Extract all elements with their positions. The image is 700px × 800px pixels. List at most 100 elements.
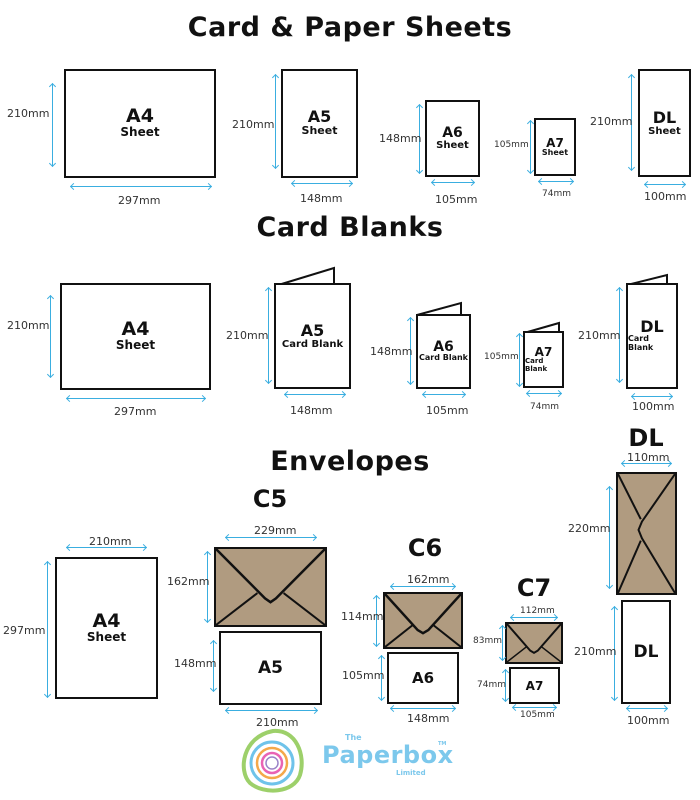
- a5-insert: A5: [219, 631, 322, 705]
- blank-a6-sub: Card Blank: [419, 353, 468, 363]
- dim-arrow-vertical: [502, 626, 503, 660]
- blank-a6-height: 148mm: [370, 345, 413, 358]
- blank-dl-height: 210mm: [578, 329, 621, 342]
- sheet-a7-height: 105mm: [494, 140, 529, 150]
- dim-arrow-horizontal: [226, 710, 317, 711]
- dl-insert-name: DL: [633, 641, 659, 662]
- blank-a5: A5 Card Blank: [274, 283, 351, 389]
- dim-arrow-horizontal: [627, 708, 667, 709]
- dim-arrow-vertical: [505, 670, 506, 701]
- dl-insert-width: 100mm: [627, 714, 670, 727]
- sheet-a4: A4 Sheet: [64, 69, 216, 178]
- a6-insert: A6: [387, 652, 459, 704]
- dim-arrow-vertical: [609, 487, 610, 588]
- blank-a7-sub: Card Blank: [525, 356, 548, 373]
- dim-arrow-vertical: [519, 334, 520, 386]
- blank-a5-height: 210mm: [226, 329, 269, 342]
- sheet-a6: A6 Sheet: [425, 100, 480, 177]
- dl-label: DL: [628, 424, 664, 452]
- dim-arrow-vertical: [410, 318, 411, 384]
- dim-arrow-horizontal: [632, 396, 672, 397]
- sheet-dl: DL Sheet: [638, 69, 691, 177]
- dl-envelope: [616, 472, 677, 595]
- envelope-flap-icon: [618, 474, 675, 593]
- logo-tm: TM: [438, 741, 447, 747]
- c6-height: 114mm: [341, 610, 384, 623]
- blank-a7-name: A7: [534, 344, 553, 359]
- blank-a6: A6 Card Blank: [416, 314, 471, 389]
- sheet-a6-height: 148mm: [379, 132, 422, 145]
- blank-a7: A7 Card Blank: [523, 331, 564, 388]
- sheet-a7: A7 Sheet: [534, 118, 576, 176]
- blank-a4-name: A4: [121, 318, 150, 341]
- envelope-a4-width: 210mm: [89, 535, 132, 548]
- dim-arrow-horizontal: [645, 184, 685, 185]
- fold-flap-icon: [416, 301, 462, 316]
- dim-arrow-vertical: [631, 75, 632, 170]
- sheet-a5: A5 Sheet: [281, 69, 358, 178]
- paperbox-logo: The Paperbox TM Limited: [238, 727, 478, 797]
- blank-a7-height: 105mm: [484, 352, 519, 362]
- blank-a4-height: 210mm: [7, 319, 50, 332]
- sheet-a5-name: A5: [307, 107, 332, 127]
- blank-dl: DL Card Blank: [626, 283, 678, 389]
- dim-arrow-horizontal: [71, 186, 211, 187]
- dim-arrow-vertical: [268, 288, 269, 383]
- sheet-a6-width: 105mm: [435, 193, 478, 206]
- c5-width: 229mm: [254, 524, 297, 537]
- a6-insert-width: 148mm: [407, 712, 450, 725]
- fold-flap-icon: [523, 321, 560, 334]
- dim-arrow-vertical: [614, 607, 615, 700]
- dim-arrow-horizontal: [292, 183, 352, 184]
- dim-arrow-vertical: [619, 288, 620, 382]
- a5-insert-width: 210mm: [256, 716, 299, 729]
- envelope-a4-sub: Sheet: [86, 629, 127, 644]
- dim-arrow-horizontal: [423, 394, 465, 395]
- sheet-dl-width: 100mm: [644, 190, 687, 203]
- dim-arrow-vertical: [419, 105, 420, 173]
- a7-insert-name: A7: [525, 678, 544, 693]
- logo-prefix: The: [345, 733, 362, 742]
- dim-arrow-horizontal: [67, 398, 205, 399]
- sheet-a5-sub: Sheet: [301, 124, 338, 138]
- envelope-a4-height: 297mm: [3, 624, 46, 637]
- dl-insert-height: 210mm: [574, 645, 617, 658]
- blank-dl-width: 100mm: [632, 400, 675, 413]
- blank-a5-name: A5: [300, 320, 325, 340]
- sheets-title: Card & Paper Sheets: [187, 12, 513, 43]
- c7-width: 112mm: [520, 606, 555, 616]
- dim-arrow-horizontal: [622, 463, 671, 464]
- a6-insert-height: 105mm: [342, 669, 385, 682]
- c6-envelope: [383, 592, 463, 649]
- dim-arrow-horizontal: [67, 547, 146, 548]
- sheet-a4-width: 297mm: [118, 194, 161, 207]
- envelope-a4-sheet: A4 Sheet: [55, 557, 158, 699]
- dim-arrow-vertical: [50, 296, 51, 377]
- dim-arrow-horizontal: [432, 182, 474, 183]
- a5-insert-name: A5: [258, 657, 283, 678]
- blank-a4-sub: Sheet: [115, 338, 156, 353]
- dl-env-height: 220mm: [568, 522, 611, 535]
- envelope-flap-icon: [507, 624, 561, 662]
- logo-name: Paperbox: [322, 741, 454, 769]
- envelope-a4-name: A4: [92, 609, 121, 632]
- blank-a7-width: 74mm: [530, 402, 559, 412]
- sheet-a4-sub: Sheet: [120, 125, 160, 140]
- dim-arrow-vertical: [47, 562, 48, 697]
- dim-arrow-horizontal: [511, 617, 557, 618]
- blank-dl-name: DL: [640, 317, 664, 337]
- fold-flap-icon: [274, 266, 335, 287]
- dim-arrow-vertical: [376, 596, 377, 646]
- blank-a5-width: 148mm: [290, 404, 333, 417]
- c7-envelope: [505, 622, 563, 664]
- dim-arrow-horizontal: [539, 181, 573, 182]
- dim-arrow-horizontal: [513, 707, 556, 708]
- dim-arrow-horizontal: [391, 708, 455, 709]
- sheet-dl-sub: Sheet: [648, 125, 681, 137]
- dim-arrow-horizontal: [527, 393, 561, 394]
- fold-flap-icon: [626, 273, 668, 286]
- logo-rings-icon: [241, 728, 304, 793]
- blanks-title: Card Blanks: [256, 212, 444, 243]
- envelopes-title: Envelopes: [270, 446, 430, 477]
- dim-arrow-horizontal: [285, 394, 345, 395]
